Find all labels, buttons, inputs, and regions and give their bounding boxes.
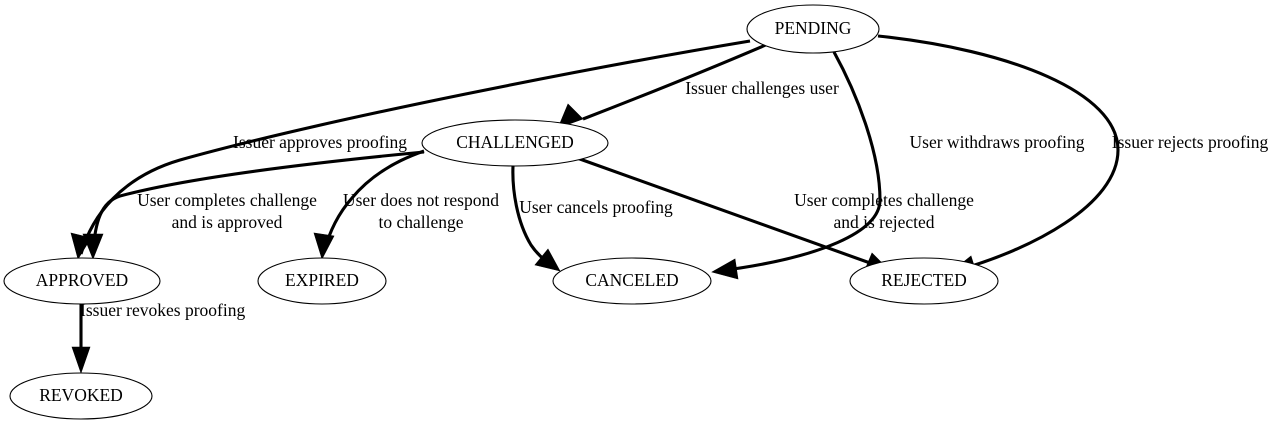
edge-label-challenged-approved-line1: User completes challenge [137,190,317,210]
edge-label-pending-challenged: Issuer challenges user [685,78,839,98]
edge-label-challenged-expired: User does not respond to challenge [343,190,499,232]
edge-path-challenged-rejected [576,156,885,270]
edge-label-challenged-canceled: User cancels proofing [519,197,673,217]
node-challenged-label: CHALLENGED [456,132,574,152]
node-approved[interactable]: APPROVED [3,257,161,305]
node-expired-label: EXPIRED [285,270,359,290]
edge-pending-rejected [877,34,1120,276]
node-canceled[interactable]: CANCELED [552,257,712,305]
edge-labels-layer: Issuer challenges user Issuer approves p… [80,78,1268,320]
node-rejected[interactable]: REJECTED [849,257,999,305]
edge-label-challenged-rejected: User completes challenge and is rejected [794,190,974,232]
edge-path-pending-challenged [582,42,769,121]
node-challenged-shape[interactable] [421,119,609,167]
node-expired[interactable]: EXPIRED [257,257,387,305]
edge-label-pending-rejected: Issuer rejects proofing [1112,132,1269,152]
arrowhead-approved-revoked [71,346,91,374]
node-challenged[interactable]: CHALLENGED [421,119,609,167]
arrowhead-pending-canceled [711,258,739,280]
edge-path-pending-rejected [877,34,1120,272]
edge-approved-revoked [71,304,91,374]
edge-path-challenged-approved [91,150,425,254]
edge-challenged-expired [313,149,425,260]
edge-label-pending-canceled: User withdraws proofing [910,132,1085,152]
node-revoked[interactable]: REVOKED [9,372,153,420]
edge-label-approved-revoked: Issuer revokes proofing [80,300,245,320]
edge-label-challenged-expired-line2: to challenge [378,212,463,232]
edge-label-challenged-approved: User completes challenge and is approved [137,190,317,232]
node-pending[interactable]: PENDING [746,4,880,54]
node-pending-label: PENDING [775,18,852,38]
node-canceled-shape[interactable] [552,257,712,305]
node-revoked-shape[interactable] [9,372,153,420]
node-canceled-label: CANCELED [585,270,678,290]
node-revoked-label: REVOKED [39,385,123,405]
node-rejected-shape[interactable] [849,257,999,305]
arrowhead-challenged-expired [313,232,335,260]
edge-label-challenged-rejected-line2: and is rejected [833,212,934,232]
edge-pending-canceled [711,51,882,280]
edge-label-challenged-expired-line1: User does not respond [343,190,499,210]
edge-path-challenged-expired [322,149,425,253]
node-pending-shape[interactable] [746,4,880,54]
node-approved-shape[interactable] [3,257,161,305]
node-rejected-label: REJECTED [881,270,967,290]
arrowhead-challenged-canceled [534,248,561,272]
edge-path-pending-canceled [718,51,882,273]
nodes-layer: PENDING CHALLENGED APPROVED EXPIRED CANC… [3,4,999,420]
arrowhead-challenged-approved [82,233,104,260]
edge-label-pending-approved: Issuer approves proofing [233,132,407,152]
edge-label-challenged-approved-line2: and is approved [172,212,283,232]
node-expired-shape[interactable] [257,257,387,305]
edge-challenged-canceled [511,165,561,272]
edge-pending-challenged [557,42,769,129]
node-approved-label: APPROVED [36,270,128,290]
arrowhead-pending-challenged [557,103,584,129]
edge-challenged-approved [82,150,425,260]
edge-label-challenged-rejected-line1: User completes challenge [794,190,974,210]
